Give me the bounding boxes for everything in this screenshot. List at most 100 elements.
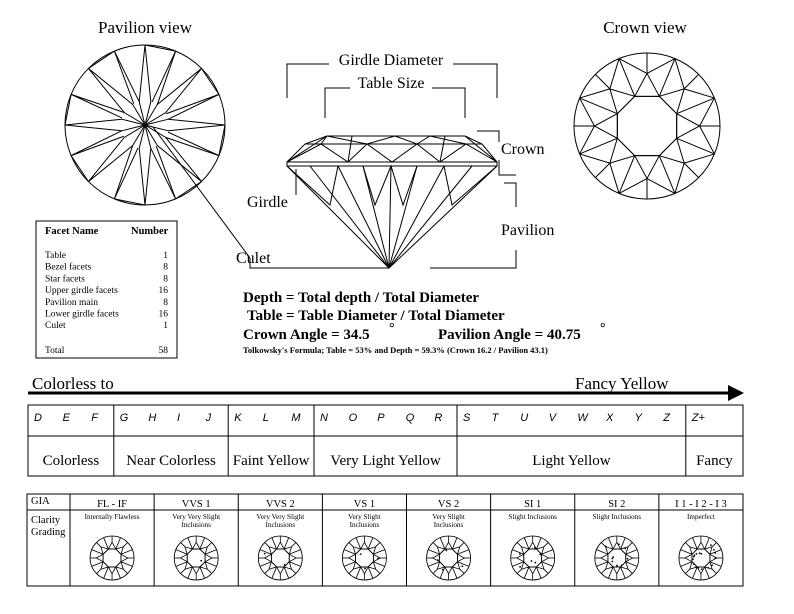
color-scale-arrow-head <box>728 385 744 401</box>
clarity-header-grading: Grading <box>31 527 66 538</box>
lower-girdle-facet-edge <box>64 94 72 126</box>
upper-girdle-facet-edge <box>684 88 715 99</box>
clarity-grade-code: VS 1 <box>354 499 375 510</box>
clarity-diamond-edge <box>348 542 354 548</box>
clarity-diamond-icon <box>510 535 556 581</box>
upper-girdle-facet-edge <box>699 125 715 155</box>
lower-girdle-facet-edge <box>175 181 202 200</box>
depth-formula: Depth = Total depth / Total Diameter <box>243 290 479 306</box>
clarity-diamond-edge <box>355 566 362 579</box>
inclusion-dot <box>539 553 542 556</box>
clarity-diamond-star <box>516 553 525 563</box>
inclusion-dot <box>710 544 712 547</box>
color-group-name: Near Colorless <box>126 453 216 469</box>
clarity-grade-code: FL - IF <box>97 499 127 510</box>
upper-girdle-facet-edge <box>676 97 715 115</box>
clarity-diamond-star <box>520 546 530 556</box>
clarity-diamond-edge <box>625 549 638 555</box>
clarity-diamond-edge <box>199 566 205 579</box>
facet-row-name: Star facets <box>45 273 85 284</box>
clarity-diamond-star <box>684 553 693 563</box>
clarity-diamond-edge <box>373 561 385 567</box>
clarity-grade-description: Very Slight <box>432 513 465 521</box>
color-grade-letter: V <box>549 412 558 424</box>
facet-row-name: Table <box>45 251 66 261</box>
lower-girdle-facet-edge <box>113 147 139 200</box>
clarity-diamond-star <box>100 560 110 570</box>
clarity-diamond-star <box>689 546 698 556</box>
lower-girdle-facet-edge <box>113 50 135 104</box>
culet-label: Culet <box>236 250 271 267</box>
inclusion-dot <box>618 543 620 546</box>
clarity-grade-description: Slight Inclusions <box>508 513 557 521</box>
color-grade-letter: H <box>148 412 156 424</box>
clarity-diamond-edge <box>536 566 542 579</box>
clarity-diamond-icon <box>342 535 387 581</box>
clarity-diamond-star <box>268 546 278 556</box>
pavilion-main-facet <box>88 68 146 126</box>
clarity-diamond-edge <box>343 549 356 555</box>
clarity-diamond-edge <box>207 568 213 574</box>
crown-view-diagram <box>573 52 721 200</box>
lower-girdle-facet-edge <box>150 148 177 200</box>
clarity-table-border <box>26 493 744 587</box>
clarity-diamond-edge <box>685 568 691 574</box>
inclusion-dot <box>518 553 521 555</box>
upper-girdle-facet-edge <box>618 178 648 194</box>
facet-row-name: Culet <box>45 321 66 331</box>
clarity-grade-description: Very Very Slight <box>256 513 304 521</box>
clarity-diamond-edge <box>709 549 722 555</box>
clarity-diamond-star <box>451 560 461 570</box>
clarity-diamond-star <box>451 546 461 556</box>
clarity-diamond-edge <box>283 566 290 579</box>
clarity-diamond-star <box>179 553 188 563</box>
pavilion-view-diagram <box>64 44 226 206</box>
lower-girdle-facet-edge <box>70 135 124 157</box>
inclusion-dot <box>616 564 618 567</box>
upper-girdle-facet-edge <box>618 58 648 74</box>
inclusion-dot <box>534 561 537 564</box>
inclusion-dot <box>534 547 536 549</box>
clarity-diamond-edge <box>343 561 356 567</box>
facet-row-number: 1 <box>163 321 168 331</box>
color-grade-letter: S <box>463 412 471 424</box>
inclusion-dot <box>359 553 362 556</box>
clarity-diamond-edge <box>367 537 374 550</box>
color-grade-letter: Y <box>635 412 643 424</box>
color-grade-letter: X <box>605 412 614 424</box>
clarity-diamond-star <box>268 560 278 570</box>
clarity-diamond-edge <box>120 561 133 567</box>
color-grade-letter: O <box>349 412 358 424</box>
clarity-diamond-edge <box>271 537 277 550</box>
crown-view-title: Crown view <box>603 18 687 37</box>
inclusion-dot <box>714 557 717 560</box>
clarity-diamond-edge <box>180 568 186 574</box>
star-facet <box>609 137 636 164</box>
clarity-diamond-icon <box>89 535 135 581</box>
clarity-grade-description: Imperfect <box>687 513 715 521</box>
color-grade-letter: E <box>63 412 71 424</box>
clarity-diamond-edge <box>516 568 522 574</box>
color-grade-letter: Z+ <box>691 412 706 424</box>
pavilion-main-facet <box>144 118 226 132</box>
clarity-diamond-edge <box>692 537 698 550</box>
clarity-diamond-star <box>367 560 377 570</box>
color-grade-letter: Q <box>406 412 415 424</box>
color-table-border <box>27 404 744 477</box>
upper-girdle-facet-edge <box>646 178 676 194</box>
color-grade-letter: T <box>492 412 500 424</box>
inclusion-dot <box>530 560 533 562</box>
clarity-diamond-edge <box>207 542 213 548</box>
inclusion-dot <box>519 565 521 568</box>
facet-row-name: Bezel facets <box>45 262 91 273</box>
star-facet <box>676 112 701 140</box>
clarity-diamond-star <box>535 546 545 556</box>
bezel-facet-edge <box>683 74 699 90</box>
clarity-grade-description: Inclusions <box>266 521 296 529</box>
clarity-diamond-star <box>352 546 362 556</box>
clarity-header-clarity: Clarity <box>31 515 61 526</box>
clarity-grade-description: Inclusions <box>181 521 211 529</box>
facet-table-total-value: 58 <box>159 346 169 356</box>
